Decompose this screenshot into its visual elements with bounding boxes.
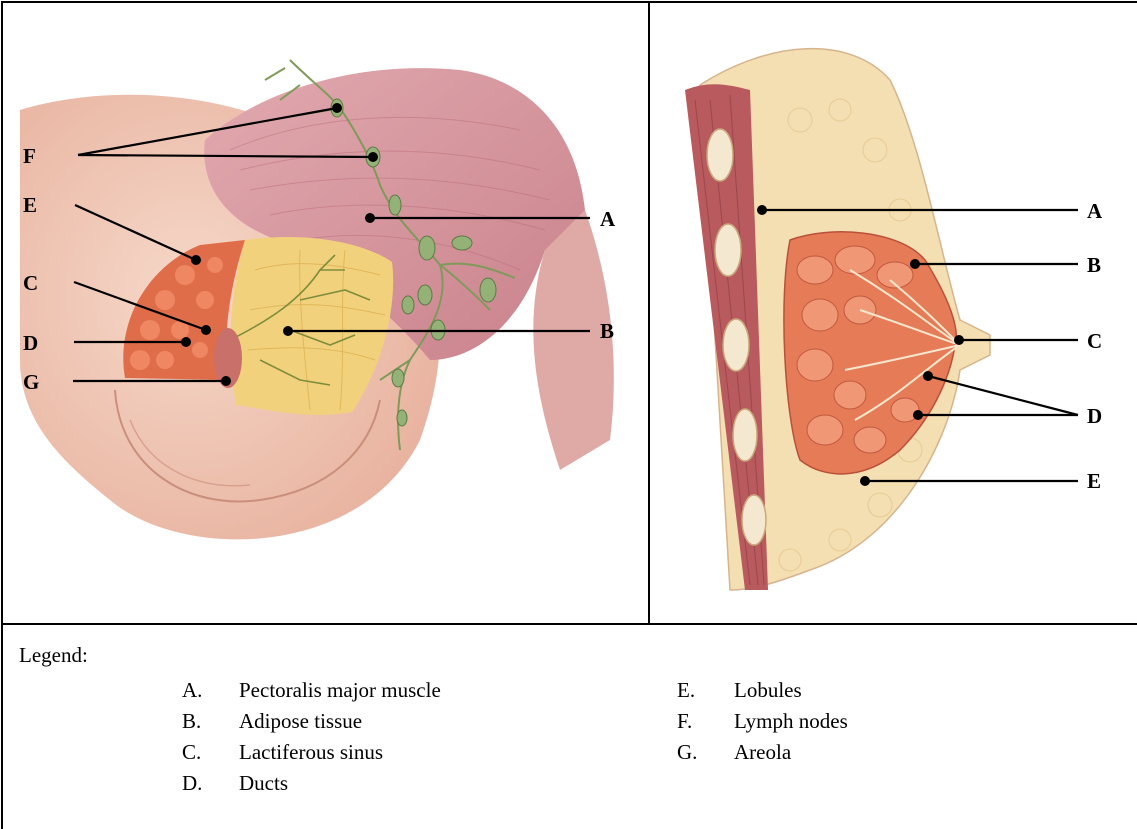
sagittal-view-illustration: A B C D E xyxy=(650,0,1137,622)
label-b-right: B xyxy=(1087,253,1101,277)
label-d: D xyxy=(23,331,38,355)
pointer-dot-c xyxy=(201,325,211,335)
legend-item: A.Pectoralis major muscle xyxy=(182,675,441,706)
legend-item: E.Lobules xyxy=(677,675,848,706)
legend-letter: G. xyxy=(677,737,734,768)
legend-letter: A. xyxy=(182,675,239,706)
legend-letter: C. xyxy=(182,737,239,768)
label-c-right: C xyxy=(1087,329,1102,353)
pointer-dot-g xyxy=(221,376,231,386)
legend-term: Areola xyxy=(734,740,791,764)
pointer-dot-d xyxy=(181,337,191,347)
legend-item: C.Lactiferous sinus xyxy=(182,737,441,768)
label-b: B xyxy=(600,319,614,343)
pointer-dot-a xyxy=(365,213,375,223)
legend-letter: E. xyxy=(677,675,734,706)
pointer-dot-e xyxy=(191,255,201,265)
pointer-dot-d1-right xyxy=(923,371,933,381)
label-f: F xyxy=(23,144,36,168)
legend-column-2: E.Lobules F.Lymph nodes G.Areola xyxy=(677,675,848,768)
frontal-view-illustration: F E C D G A B xyxy=(0,0,648,622)
legend-item: F.Lymph nodes xyxy=(677,706,848,737)
label-e: E xyxy=(23,193,37,217)
label-a: A xyxy=(600,207,616,231)
legend-item: D.Ducts xyxy=(182,768,441,799)
pointer-dot-f2 xyxy=(368,152,378,162)
label-a-right: A xyxy=(1087,199,1103,223)
label-e-right: E xyxy=(1087,469,1101,493)
label-g: G xyxy=(23,370,39,394)
label-d-right: D xyxy=(1087,404,1102,428)
legend-letter: D. xyxy=(182,768,239,799)
legend-term: Pectoralis major muscle xyxy=(239,678,441,702)
label-c: C xyxy=(23,271,38,295)
pointer-dot-d2-right xyxy=(913,410,923,420)
legend-term: Lymph nodes xyxy=(734,709,848,733)
legend-letter: B. xyxy=(182,706,239,737)
pointer-dot-e-right xyxy=(860,476,870,486)
pointer-dot-f1 xyxy=(332,103,342,113)
pointer-dot-a-right xyxy=(757,205,767,215)
legend-term: Lobules xyxy=(734,678,802,702)
legend-term: Lactiferous sinus xyxy=(239,740,383,764)
legend-letter: F. xyxy=(677,706,734,737)
legend-item: G.Areola xyxy=(677,737,848,768)
pointer-dot-b xyxy=(283,326,293,336)
legend-term: Ducts xyxy=(239,771,288,795)
legend-term: Adipose tissue xyxy=(239,709,362,733)
legend-item: B.Adipose tissue xyxy=(182,706,441,737)
pointer-dot-c-right xyxy=(954,335,964,345)
legend-title: Legend: xyxy=(19,643,88,668)
pointer-dot-b-right xyxy=(910,259,920,269)
panel-divider-horizontal xyxy=(1,623,1137,625)
legend-column-1: A.Pectoralis major muscle B.Adipose tiss… xyxy=(182,675,441,799)
